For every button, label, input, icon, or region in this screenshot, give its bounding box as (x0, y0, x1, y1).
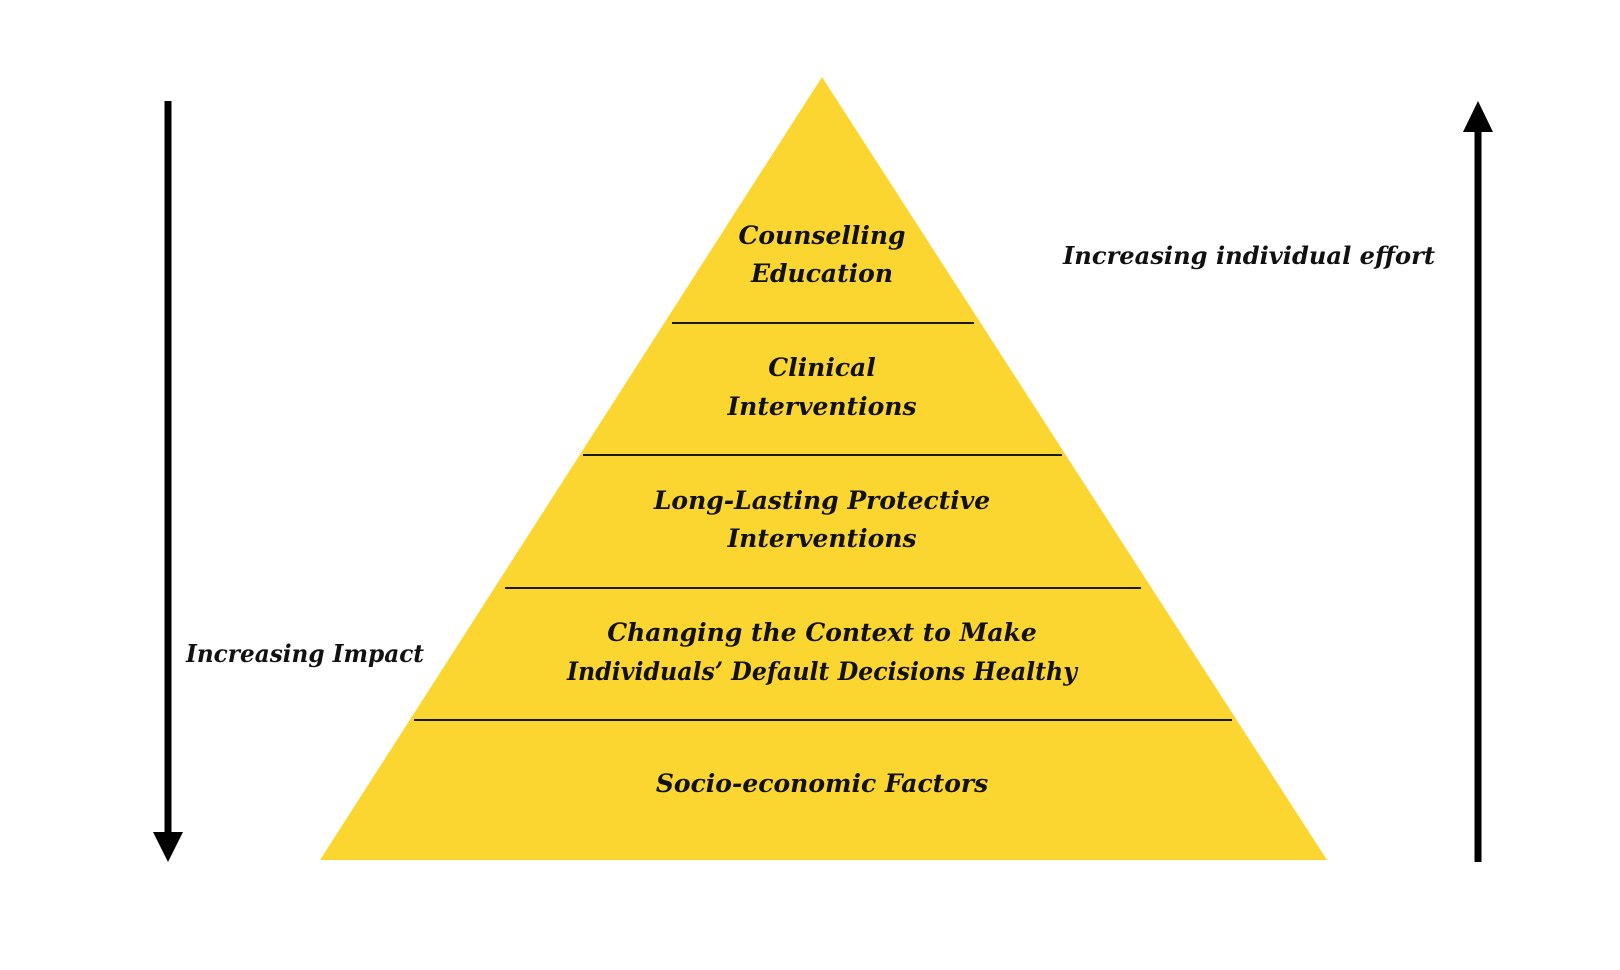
tier-label-line: Education (750, 259, 893, 288)
arrow-up-icon (1463, 101, 1493, 132)
tier-label-line: Changing the Context to Make (607, 618, 1037, 647)
right-arrow-increasing-effort (1463, 101, 1493, 862)
left-arrow-increasing-impact (153, 101, 183, 862)
tier-socio-economic: Socio-economic Factors (656, 769, 988, 798)
tier-clinical-interventions: Clinical Interventions (726, 353, 916, 421)
pyramid-shape (320, 77, 1327, 860)
tier-counselling-education: Counselling Education (738, 221, 905, 288)
tier-label-line: Individuals’ Default Decisions Healthy (566, 657, 1078, 686)
tier-label-line: Socio-economic Factors (656, 769, 988, 798)
arrow-down-icon (153, 832, 183, 862)
tier-changing-context: Changing the Context to Make Individuals… (566, 618, 1078, 686)
tier-label-line: Clinical (768, 353, 875, 382)
left-axis-label: Increasing Impact (185, 639, 424, 668)
tier-label-line: Interventions (726, 392, 916, 421)
tier-label-line: Counselling (738, 221, 905, 250)
right-axis-label: Increasing individual effort (1062, 241, 1435, 270)
tier-label-line: Interventions (726, 524, 916, 553)
tier-long-lasting-protective: Long-Lasting Protective Interventions (653, 486, 990, 553)
tier-label-line: Long-Lasting Protective (653, 486, 990, 515)
